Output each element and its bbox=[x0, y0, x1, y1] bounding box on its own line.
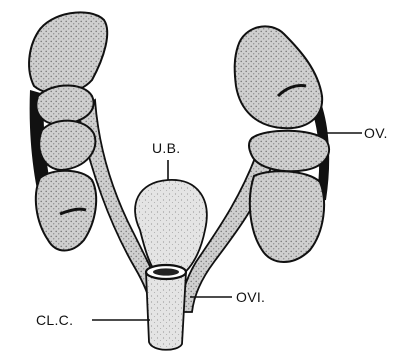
label-ovi: OVI. bbox=[236, 289, 265, 305]
right-ovary-lobe-3 bbox=[250, 171, 324, 262]
label-ov: OV. bbox=[364, 125, 388, 141]
left-ovary-lobe-1 bbox=[29, 12, 107, 93]
right-ovary-lobe-2 bbox=[249, 131, 329, 172]
cloaca-lumen bbox=[153, 268, 179, 275]
right-ovary-lobe-1 bbox=[235, 26, 322, 128]
left-ovary-lobe-3 bbox=[39, 121, 95, 170]
cloaca bbox=[146, 272, 186, 350]
label-ub: U.B. bbox=[152, 140, 180, 156]
right-ovary bbox=[235, 26, 329, 262]
label-clc: CL.C. bbox=[36, 312, 73, 328]
